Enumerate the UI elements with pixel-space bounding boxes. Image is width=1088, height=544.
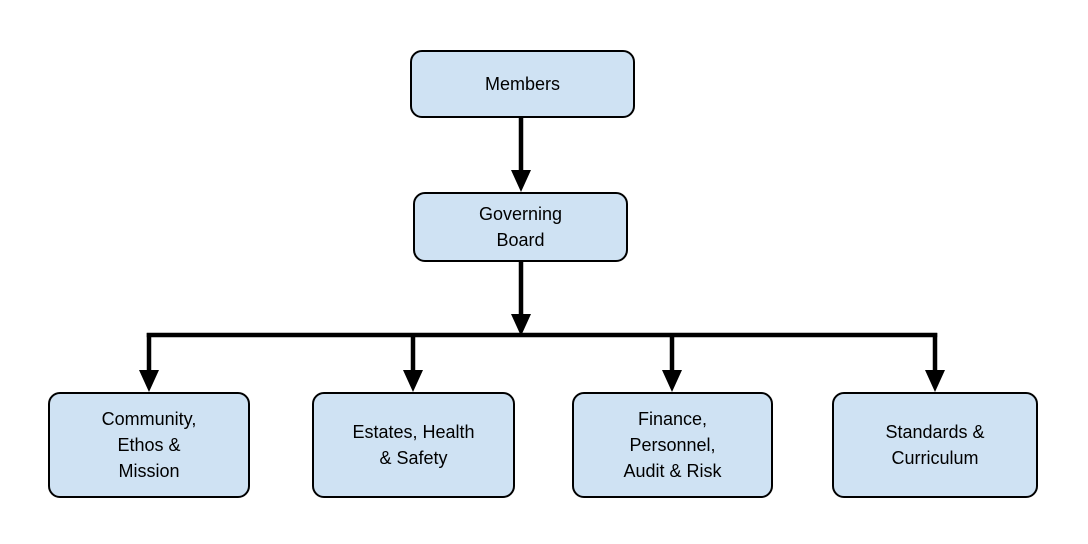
node-community-ethos-mission-label: Community, Ethos & Mission bbox=[101, 409, 197, 481]
node-estates-health-safety-label: Estates, Health & Safety bbox=[352, 422, 475, 468]
node-governing-board: Governing Board bbox=[413, 192, 628, 262]
node-estates-health-safety: Estates, Health & Safety bbox=[312, 392, 515, 498]
connector-governing-board-to-committees bbox=[139, 262, 945, 392]
node-standards-curriculum: Standards & Curriculum bbox=[832, 392, 1038, 498]
node-finance-personnel-audit-risk: Finance, Personnel, Audit & Risk bbox=[572, 392, 773, 498]
node-standards-curriculum-label: Standards & Curriculum bbox=[885, 422, 985, 468]
node-members-label: Members bbox=[484, 74, 560, 94]
node-finance-personnel-audit-risk-label: Finance, Personnel, Audit & Risk bbox=[623, 409, 722, 481]
node-governing-board-label: Governing Board bbox=[478, 204, 563, 250]
node-members: Members bbox=[410, 50, 635, 118]
connector-members-to-governing-board bbox=[511, 118, 531, 192]
node-community-ethos-mission: Community, Ethos & Mission bbox=[48, 392, 250, 498]
